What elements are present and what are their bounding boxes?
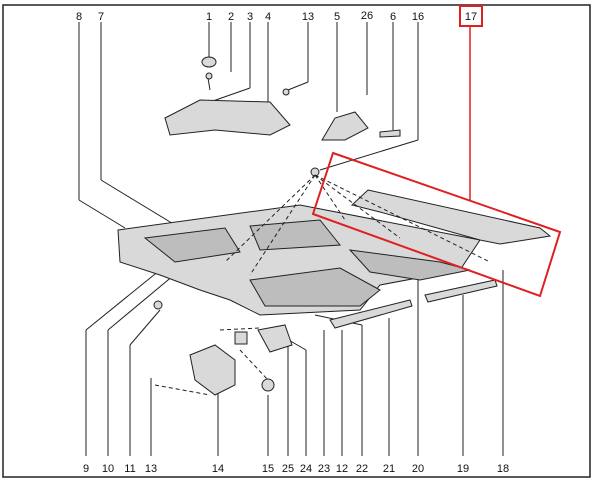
- label-14[interactable]: 14: [212, 463, 224, 475]
- label-26[interactable]: 26: [361, 10, 373, 22]
- label-22[interactable]: 22: [356, 463, 368, 475]
- bottom-leader-lines: [85, 269, 504, 456]
- label-10[interactable]: 10: [102, 463, 114, 475]
- label-2[interactable]: 2: [228, 11, 234, 23]
- label-25[interactable]: 25: [282, 463, 294, 475]
- label-5[interactable]: 5: [334, 11, 340, 23]
- label-8[interactable]: 8: [76, 11, 82, 23]
- bracket-parts: [164, 56, 401, 177]
- label-18[interactable]: 18: [497, 463, 509, 475]
- screw-part-2: [205, 72, 213, 80]
- label-9[interactable]: 9: [83, 463, 89, 475]
- sill-trim-part-19: [424, 279, 498, 303]
- screw-part-11: [153, 300, 163, 310]
- highlight-region-part-17: [311, 151, 562, 298]
- top-labels: 8 7 1 2 3 4 13 5 26 6 16 17: [76, 10, 477, 23]
- label-6[interactable]: 6: [390, 11, 396, 23]
- label-4[interactable]: 4: [265, 11, 271, 23]
- label-24[interactable]: 24: [300, 463, 312, 475]
- plug-part-1: [201, 56, 217, 68]
- label-17[interactable]: 17: [465, 11, 477, 23]
- clip-part-16: [310, 167, 320, 177]
- mat-front-left: [143, 227, 241, 263]
- label-11[interactable]: 11: [124, 463, 135, 475]
- label-7[interactable]: 7: [98, 11, 104, 23]
- clip-part-24: [234, 331, 248, 345]
- bottom-labels: 9 10 11 13 14 15 25 24 23 12 22 21 20 19…: [83, 463, 509, 475]
- highlight-label-box: [459, 5, 483, 27]
- label-20[interactable]: 20: [412, 463, 424, 475]
- fastener-part-15: [261, 378, 275, 392]
- label-16[interactable]: 16: [412, 11, 424, 23]
- label-1[interactable]: 1: [206, 11, 212, 23]
- label-3[interactable]: 3: [247, 11, 253, 23]
- cap-part-5: [321, 111, 369, 141]
- label-23[interactable]: 23: [318, 463, 330, 475]
- bracket-part-23: [257, 324, 293, 353]
- bracket-part-14: [189, 344, 236, 396]
- mat-rear-left: [249, 267, 381, 307]
- screw-part-6: [379, 129, 401, 138]
- label-12[interactable]: 12: [336, 463, 348, 475]
- label-13-top[interactable]: 13: [302, 11, 314, 23]
- cover-part-4: [164, 99, 291, 136]
- top-leader-lines: [78, 22, 419, 229]
- label-21[interactable]: 21: [383, 463, 395, 475]
- label-13-bottom[interactable]: 13: [145, 463, 157, 475]
- floor-mats: [117, 174, 552, 329]
- sill-trim-part-21: [329, 299, 413, 329]
- screw-part-13: [282, 88, 290, 96]
- label-19[interactable]: 19: [457, 463, 469, 475]
- mat-front-right: [249, 219, 341, 251]
- mount-parts: [150, 300, 293, 396]
- mat-rear-right: [348, 249, 471, 281]
- label-15[interactable]: 15: [262, 463, 274, 475]
